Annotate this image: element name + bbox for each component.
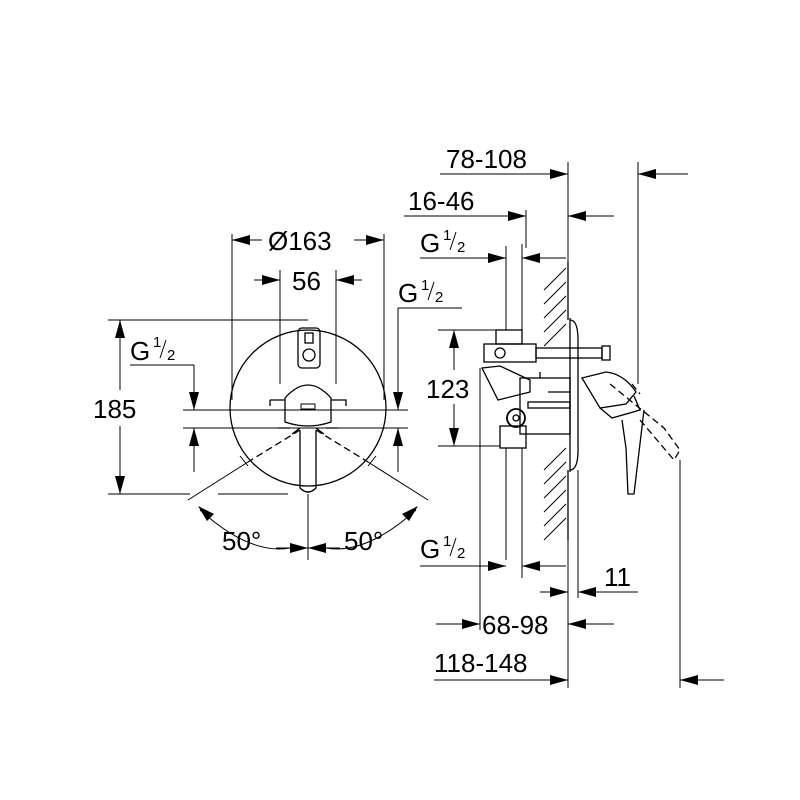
- thread-left-label: G 1 2: [130, 334, 199, 472]
- dim-depth-16-46: 16-46: [404, 186, 614, 221]
- thread-bottom-label: G 1 2: [420, 533, 566, 571]
- thread-bottom-den: 2: [457, 545, 465, 562]
- label-angle-left: 50°: [222, 526, 261, 556]
- mixer-body: [481, 329, 611, 449]
- dim-height-185: 185: [93, 320, 136, 494]
- label-depth-118-148: 118-148: [434, 648, 528, 678]
- faceplate-circle: [229, 329, 387, 487]
- thread-left-den: 2: [167, 347, 175, 364]
- thread-right-g: G: [398, 278, 418, 308]
- thread-bottom-g: G: [420, 534, 440, 564]
- thread-top-g: G: [420, 228, 440, 258]
- diverter-knob: [297, 327, 321, 369]
- thread-bottom-num: 1: [443, 533, 451, 550]
- front-view: Ø163 56 185 G 1 2: [93, 226, 462, 560]
- angle-indicators: 50° 50°: [187, 429, 429, 556]
- thread-left-num: 1: [153, 334, 161, 351]
- side-faceplate: [569, 319, 579, 471]
- dim-depth-11: 11: [540, 562, 638, 597]
- label-width-56: 56: [292, 266, 321, 296]
- dim-height-123: 123: [426, 330, 469, 446]
- side-lever: [580, 371, 681, 495]
- label-angle-right: 50°: [344, 526, 383, 556]
- label-diameter: Ø163: [268, 226, 332, 256]
- thread-right-num: 1: [421, 277, 429, 294]
- side-view: 78-108 16-46 G 1 2 123: [404, 144, 724, 688]
- dim-width-56: 56: [254, 266, 362, 296]
- label-height-123: 123: [426, 374, 469, 404]
- label-depth-16-46: 16-46: [408, 186, 475, 216]
- thread-top-den: 2: [457, 239, 465, 256]
- thread-right-label: G 1 2: [393, 277, 462, 472]
- dim-depth-118-148: 118-148: [434, 648, 724, 685]
- label-depth-78-108: 78-108: [446, 144, 527, 174]
- label-depth-68-98: 68-98: [482, 610, 549, 640]
- label-height-185: 185: [93, 394, 136, 424]
- thread-left-g: G: [130, 336, 150, 366]
- lever-handle: [299, 430, 317, 493]
- dim-depth-78-108: 78-108: [440, 144, 688, 179]
- wall-hatch: [543, 262, 569, 541]
- thread-top-num: 1: [443, 227, 451, 244]
- thread-top-label: G 1 2: [420, 227, 566, 263]
- dim-diameter-163: Ø163: [232, 226, 384, 256]
- thread-right-den: 2: [435, 289, 443, 306]
- dim-depth-68-98: 68-98: [436, 610, 614, 640]
- label-depth-11: 11: [604, 562, 631, 592]
